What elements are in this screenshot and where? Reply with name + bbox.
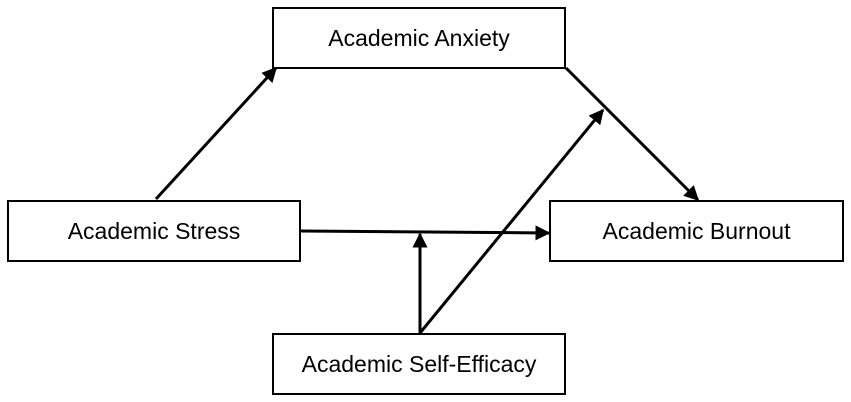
edge-efficacy-to-anxiety-burnout-path bbox=[418, 108, 605, 334]
node-label-academic-self-efficacy: Academic Self-Efficacy bbox=[301, 350, 537, 377]
node-label-academic-anxiety: Academic Anxiety bbox=[328, 24, 510, 51]
node-academic-stress: Academic Stress bbox=[7, 200, 301, 262]
edge-stress-to-anxiety bbox=[154, 66, 278, 201]
node-label-academic-stress: Academic Stress bbox=[67, 217, 241, 244]
node-academic-self-efficacy: Academic Self-Efficacy bbox=[272, 333, 566, 395]
node-academic-anxiety: Academic Anxiety bbox=[272, 7, 566, 69]
edge-stress-to-burnout bbox=[300, 225, 551, 241]
edge-anxiety-to-burnout bbox=[564, 66, 700, 202]
node-academic-burnout: Academic Burnout bbox=[549, 200, 844, 262]
node-label-academic-burnout: Academic Burnout bbox=[602, 217, 791, 244]
